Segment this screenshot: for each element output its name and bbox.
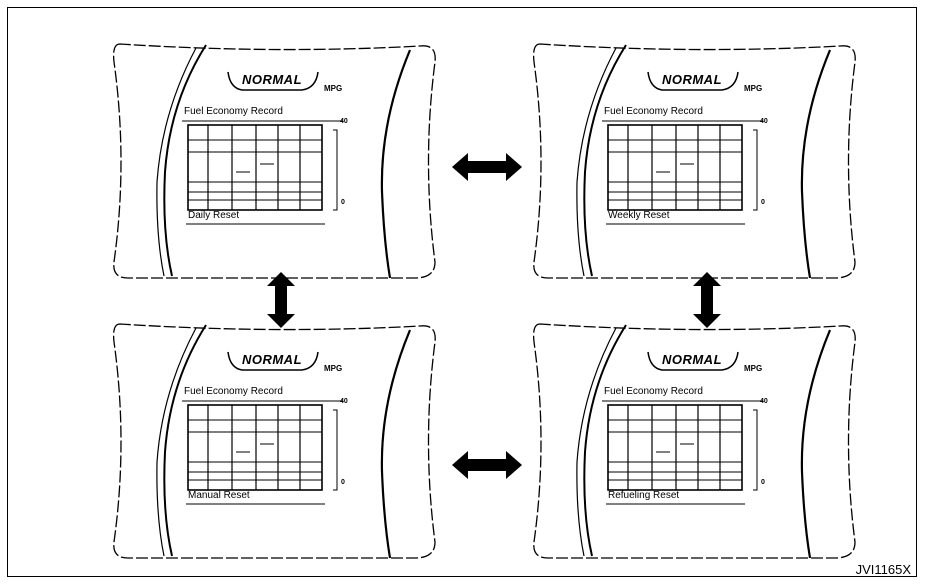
mode-label: NORMAL xyxy=(241,72,303,87)
chart-header: Fuel Economy Record xyxy=(604,386,703,397)
mode-label: NORMAL xyxy=(661,352,723,367)
y-axis-top-label: 40 xyxy=(340,398,348,405)
mode-label: NORMAL xyxy=(661,72,723,87)
vertical-double-arrow-left xyxy=(267,272,295,328)
unit-label: MPG xyxy=(744,364,763,373)
horizontal-double-arrow-bottom xyxy=(452,451,522,479)
reset-label: Daily Reset xyxy=(188,210,240,221)
figure-code: JVI1165X xyxy=(855,562,911,577)
figure-frame xyxy=(7,7,917,577)
y-axis-bottom-label: 0 xyxy=(761,479,765,486)
y-axis-bottom-label: 0 xyxy=(341,199,345,206)
chart-header: Fuel Economy Record xyxy=(184,106,283,117)
unit-label: MPG xyxy=(324,364,343,373)
unit-label: MPG xyxy=(744,84,763,93)
horizontal-double-arrow-top xyxy=(452,153,522,181)
y-axis-bottom-label: 0 xyxy=(761,199,765,206)
y-axis-top-label: 40 xyxy=(760,398,768,405)
reset-label: Manual Reset xyxy=(188,490,250,501)
mode-label: NORMAL xyxy=(241,352,303,367)
chart-header: Fuel Economy Record xyxy=(184,386,283,397)
y-axis-bottom-label: 0 xyxy=(341,479,345,486)
y-axis-top-label: 40 xyxy=(760,118,768,125)
chart-header: Fuel Economy Record xyxy=(604,106,703,117)
reset-label: Refueling Reset xyxy=(608,490,680,501)
unit-label: MPG xyxy=(324,84,343,93)
vertical-double-arrow-right xyxy=(693,272,721,328)
y-axis-top-label: 40 xyxy=(340,118,348,125)
reset-label: Weekly Reset xyxy=(608,210,670,221)
